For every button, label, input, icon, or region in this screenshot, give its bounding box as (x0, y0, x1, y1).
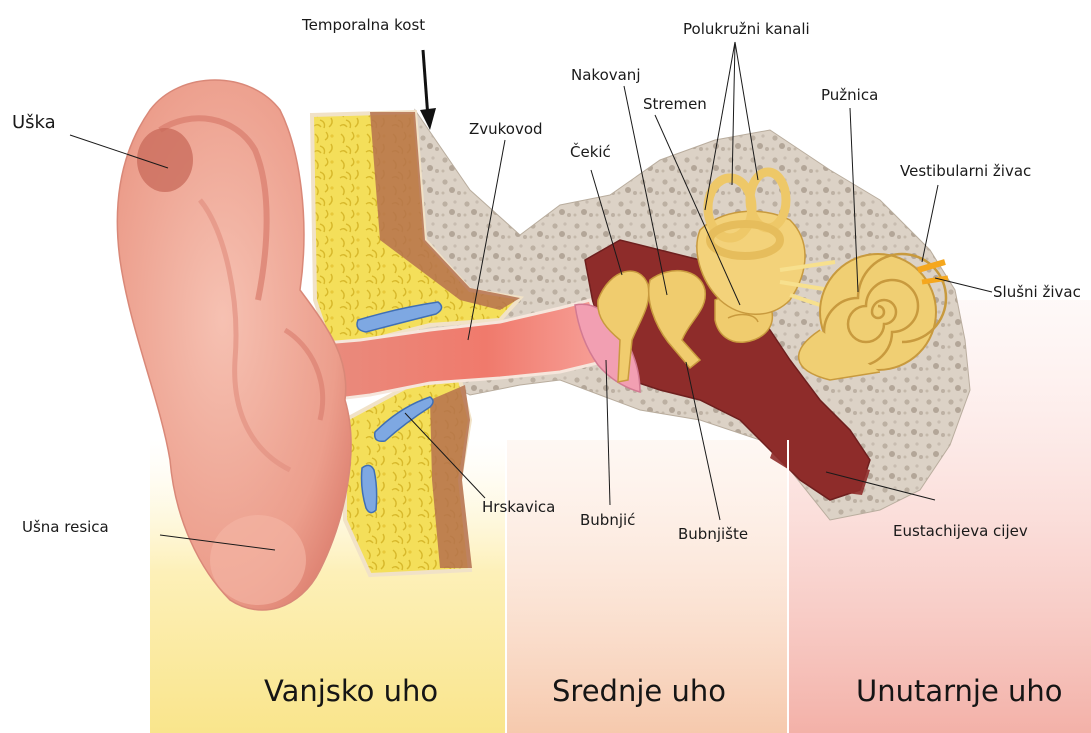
label-vestibularni-zivac: Vestibularni živac (900, 164, 1031, 179)
label-bubnjiste: Bubnjište (678, 527, 748, 542)
label-eustachijeva-cijev: Eustachijeva cijev (893, 524, 1028, 539)
earlobe (210, 515, 306, 605)
label-polukruzni-kanali: Polukružni kanali (683, 22, 810, 37)
label-stremen: Stremen (643, 97, 707, 112)
label-temporalna-kost: Temporalna kost (302, 18, 425, 33)
label-hrskavica: Hrskavica (482, 500, 555, 515)
region-title-inner: Unutarnje uho (856, 677, 1063, 706)
label-puznica: Pužnica (821, 88, 878, 103)
label-bubnjic: Bubnjić (580, 513, 635, 528)
label-slusni-zivac: Slušni živac (993, 285, 1081, 300)
label-cekic: Čekić (570, 145, 611, 160)
label-uska: Uška (12, 114, 56, 132)
label-usna-resica: Ušna resica (22, 520, 109, 535)
arrow-shaft-temporalna (423, 50, 428, 118)
label-zvukovod: Zvukovod (469, 122, 543, 137)
region-title-middle: Srednje uho (552, 677, 726, 706)
region-title-outer: Vanjsko uho (264, 677, 438, 706)
label-nakovanj: Nakovanj (571, 68, 641, 83)
